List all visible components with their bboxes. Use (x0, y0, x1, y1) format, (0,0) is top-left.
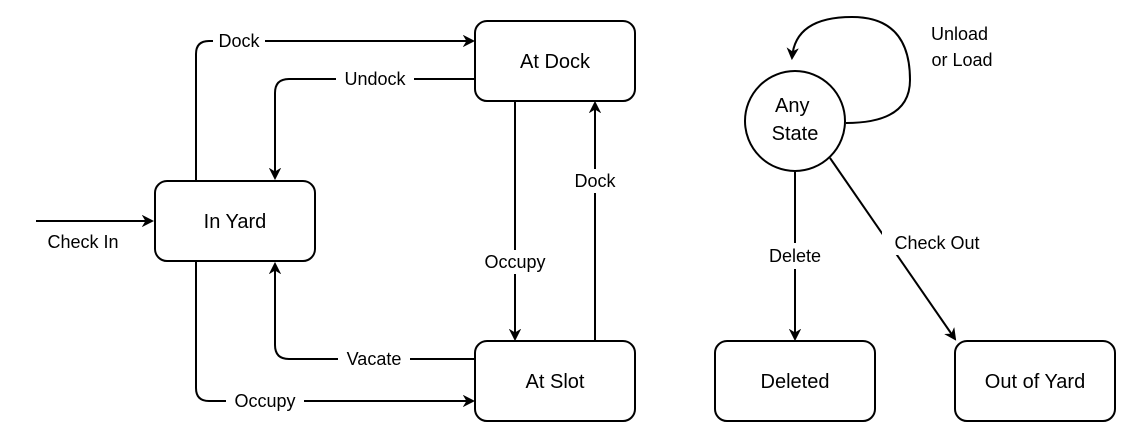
edge-label-check-in: Check In (47, 232, 118, 252)
edge-label-delete: Delete (769, 246, 821, 266)
node-at-slot: At Slot (474, 340, 636, 422)
edge-label-undock: Undock (344, 69, 406, 89)
node-label-out-of-yard: Out of Yard (985, 371, 1085, 393)
edge-label-unload-or-load: Unload or Load (931, 24, 993, 70)
node-label-at-slot: At Slot (526, 371, 585, 393)
edge-label-dock-right: Dock (574, 171, 616, 191)
node-deleted: Deleted (714, 340, 876, 422)
edge-dock-to-at-dock (195, 41, 473, 181)
edge-undock (275, 78, 475, 178)
edge-vacate (275, 264, 475, 360)
node-any-state: Any State (744, 70, 846, 172)
node-label-deleted: Deleted (761, 371, 830, 393)
node-label-in-yard: In Yard (204, 211, 267, 233)
edge-label-check-out: Check Out (894, 233, 979, 253)
edge-occupy-yard-to-slot (195, 262, 473, 401)
edge-label-dock-top: Dock (218, 31, 260, 51)
node-in-yard: In Yard (154, 180, 316, 262)
edge-label-occupy-middle: Occupy (484, 252, 545, 272)
node-label-any-state: Any State (772, 95, 819, 145)
node-out-of-yard: Out of Yard (954, 340, 1116, 422)
edge-unload-or-load (792, 15, 912, 124)
edge-label-vacate: Vacate (347, 349, 402, 369)
node-at-dock: At Dock (474, 20, 636, 102)
edge-label-occupy-bottom: Occupy (234, 391, 295, 411)
node-label-at-dock: At Dock (520, 51, 591, 73)
